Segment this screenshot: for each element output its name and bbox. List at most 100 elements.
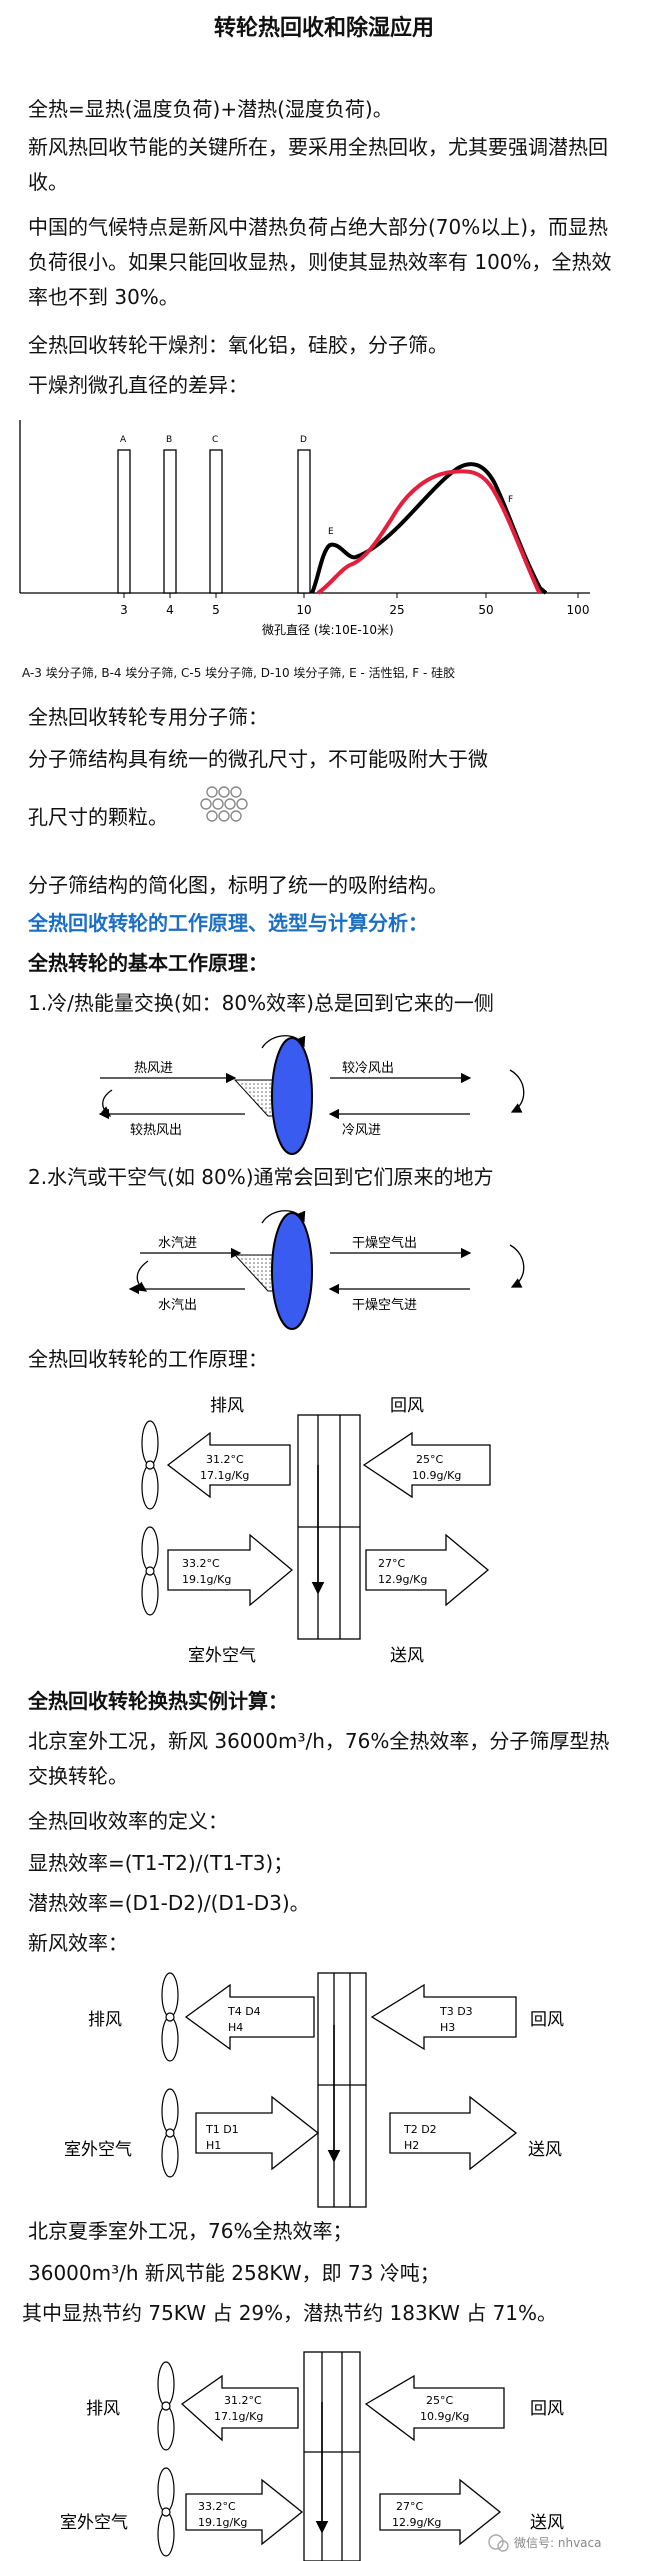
bar-label-c: C [212, 435, 218, 445]
paragraph-desiccants: 全热回收转轮干燥剂：氧化铝，硅胶，分子筛。 [28, 333, 448, 357]
wechat-watermark: 微信号: nhvaca [488, 2534, 601, 2552]
eff-return-a: T3 D3 [439, 2005, 473, 2018]
bar-c [209, 449, 223, 594]
bar-label-b: B [166, 435, 172, 445]
eff-outdoor-label: 室外空气 [64, 2140, 132, 2160]
wheel-diagram-moisture: 水汽进 干燥空气出 水汽出 干燥空气进 [128, 1210, 525, 1330]
summer-fan-bottom-icon [157, 2467, 175, 2557]
summer-return-hum: 10.9g/Kg [420, 2410, 469, 2423]
paragraph-moisture-exchange: 2.水汽或干空气(如 80%)通常会回到它们原来的地方 [28, 1165, 494, 1189]
tick-4: 4 [166, 603, 174, 617]
eff-fan-bottom-icon [161, 2088, 179, 2178]
curve-e-activated-alumina [310, 462, 548, 595]
principle-return-label: 回风 [390, 1396, 424, 1416]
chart-caption: A-3 埃分子筛, B-4 埃分子筛, C-5 埃分子筛, D-10 埃分子筛,… [22, 666, 456, 680]
summer-exhaust-label: 排风 [86, 2399, 120, 2419]
watermark-text: 微信号: nhvaca [514, 2536, 601, 2550]
paragraph-latent-eff: 潜热效率=(D1-D2)/(D1-D3)。 [28, 1891, 310, 1915]
paragraph-summer: 北京夏季室外工况，76%全热效率； [28, 2219, 353, 2243]
eff-supply-label: 送风 [528, 2140, 562, 2160]
section-heading-wheel: 全热回收转轮的工作原理、选型与计算分析： [28, 911, 428, 935]
paragraph-pore-diff: 干燥剂微孔直径的差异： [28, 373, 248, 397]
wheel2-vapor-in: 水汽进 [158, 1236, 197, 1251]
sieve-lattice-icon [200, 786, 248, 822]
principle-fan-top-icon [141, 1420, 159, 1510]
principle-outdoor-hum: 19.1g/Kg [182, 1573, 231, 1586]
wheel2-dry-out: 干燥空气出 [352, 1235, 417, 1251]
eff-exhaust-b: H4 [228, 2021, 243, 2034]
paragraph-total-heat: 全热=显热(温度负荷)+潜热(湿度负荷)。 [28, 97, 393, 121]
page-title: 转轮热回收和除湿应用 [213, 16, 434, 41]
curve-label-e: E [328, 527, 334, 537]
wheel2-vapor-out: 水汽出 [158, 1298, 197, 1313]
eff-supply-b: H2 [404, 2139, 419, 2152]
wheel-diagram-heat: 热风进 较冷风出 较热风出 冷风进 [98, 1035, 525, 1155]
efficiency-diagram: 排风 回风 室外空气 送风 T4 D4 H4 T3 D3 H3 T1 D1 H1… [64, 1972, 564, 2208]
wheel-disk [271, 1037, 313, 1155]
eff-exhaust-a: T4 D4 [227, 2005, 261, 2018]
wheel1-cold-in: 冷风进 [342, 1123, 381, 1138]
bar-label-a: A [120, 435, 127, 445]
principle-supply-arrow [365, 1533, 490, 1607]
paragraph-beijing: 北京室外工况，新风 36000m³/h，76%全热效率，分子筛厚型热交换转轮。 [28, 1729, 610, 1788]
tick-50: 50 [478, 603, 493, 617]
summer-fan-top-icon [157, 2361, 175, 2451]
paragraph-molecular-sieve: 全热回收转轮专用分子筛： [28, 705, 268, 729]
pore-diameter-chart: A B C D E F 3 4 5 10 25 50 100 微孔直径 (埃:1… [19, 420, 590, 637]
eff-supply-a: T2 D2 [403, 2123, 437, 2136]
principle-return-arrow [362, 1431, 491, 1499]
principle-supply-label: 送风 [390, 1646, 424, 1666]
paragraph-sensible-eff: 显热效率=(T1-T2)/(T1-T3)； [28, 1851, 294, 1875]
curve-f-silica-gel [316, 469, 542, 595]
eff-outdoor-b: H1 [206, 2139, 221, 2152]
summer-diagram: 排风 回风 室外空气 送风 31.2°C 17.1g/Kg 25°C 10.9g… [60, 2351, 601, 2561]
summer-outdoor-temp: 33.2°C [198, 2500, 236, 2513]
paragraph-definition: 全热回收效率的定义： [28, 1809, 228, 1833]
bar-d [297, 449, 311, 594]
curve-label-f: F [508, 495, 513, 505]
tick-25: 25 [389, 603, 404, 617]
summer-supply-label: 送风 [530, 2513, 564, 2533]
principle-exhaust-temp: 31.2°C [206, 1453, 244, 1466]
eff-exhaust-label: 排风 [88, 2010, 122, 2030]
summer-supply-temp: 27°C [396, 2500, 423, 2513]
wheel1-cooler-out: 较冷风出 [342, 1061, 394, 1076]
eff-return-b: H3 [440, 2021, 455, 2034]
principle-outdoor-arrow [167, 1533, 294, 1607]
section-heading-basic: 全热转轮的基本工作原理： [28, 951, 268, 975]
wheel1-hot-in: 热风进 [134, 1061, 173, 1076]
eff-return-label: 回风 [530, 2010, 564, 2030]
section-heading-example: 全热回收转轮换热实例计算： [28, 1689, 288, 1713]
paragraph-wheel-principle: 全热回收转轮的工作原理： [28, 1347, 268, 1371]
paragraph-sieve-structure-b: 孔尺寸的颗粒。 [28, 805, 168, 829]
bar-label-d: D [300, 435, 307, 445]
paragraph-key-point: 新风热回收节能的关键所在，要采用全热回收，尤其要强调潜热回收。 [28, 135, 608, 194]
principle-exhaust-hum: 17.1g/Kg [200, 1469, 249, 1482]
eff-fan-top-icon [161, 1972, 179, 2062]
paragraph-breakdown: 其中显热节约 75KW 占 29%，潜热节约 183KW 占 71%。 [22, 2301, 558, 2325]
wheel2-dry-in: 干燥空气进 [352, 1297, 417, 1313]
summer-exhaust-hum: 17.1g/Kg [214, 2410, 263, 2423]
paragraph-simplified: 分子筛结构的简化图，标明了统一的吸附结构。 [28, 873, 448, 897]
principle-return-hum: 10.9g/Kg [412, 1469, 461, 1482]
x-axis-label: 微孔直径 (埃:10E-10米) [262, 623, 394, 637]
summer-return-label: 回风 [530, 2399, 564, 2419]
tick-100: 100 [567, 603, 590, 617]
paragraph-energy-exchange: 1.冷/热能量交换(如：80%效率)总是回到它来的一侧 [28, 991, 494, 1015]
principle-outdoor-label: 室外空气 [188, 1646, 256, 1666]
principle-exhaust-arrow [166, 1431, 291, 1499]
eff-outdoor-a: T1 D1 [205, 2123, 239, 2136]
tick-5: 5 [212, 603, 220, 617]
wheel2-disk [271, 1212, 313, 1330]
principle-diagram: 排风 回风 室外空气 送风 31.2°C 17.1g/Kg 25°C 10.9g… [141, 1396, 491, 1666]
bar-a [117, 449, 131, 594]
paragraph-climate: 中国的气候特点是新风中潜热负荷占绝大部分(70%以上)，而显热负荷很小。如果只能… [28, 215, 612, 309]
bar-b [163, 449, 177, 594]
summer-exhaust-temp: 31.2°C [224, 2394, 262, 2407]
summer-outdoor-label: 室外空气 [60, 2513, 128, 2533]
principle-fan-bottom-icon [141, 1526, 159, 1616]
tick-10: 10 [296, 603, 311, 617]
paragraph-fresh-air-eff: 新风效率： [28, 1931, 128, 1955]
summer-outdoor-hum: 19.1g/Kg [198, 2516, 247, 2529]
paragraph-sieve-structure-a: 分子筛结构具有统一的微孔尺寸，不可能吸附大于微 [28, 747, 488, 771]
